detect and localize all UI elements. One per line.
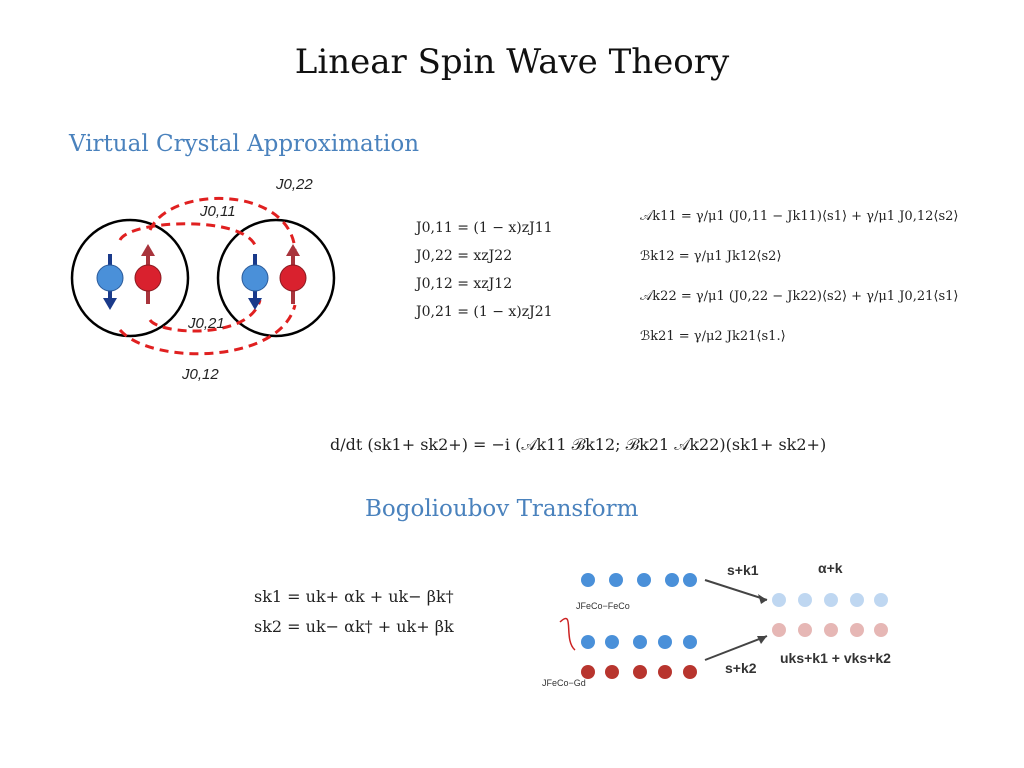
bogoliubov-equations: sk1 = uk+ αk + uk− βk† sk2 = uk− αk† + u… (254, 582, 454, 642)
spin-row-magnon-faded-blue (772, 593, 888, 607)
equation-of-motion: d/dt (sk1+ sk2+) = −i (𝒜k11 ℬk12; ℬk21 𝒜… (330, 435, 827, 454)
exchange-path-j022 (148, 196, 297, 251)
label-j022: J0,22 (276, 176, 313, 193)
wavy-coupling-icon (559, 617, 576, 651)
atom-red-right (279, 264, 307, 292)
equation-a-k22: 𝒜k22 = γ/μ1 (J0,22 − Jk22)⟨s2⟩ + γ/μ1 J0… (640, 289, 959, 304)
arrowhead-up-icon (286, 244, 300, 256)
equation-j012: J0,12 = xzJ12 (416, 276, 513, 292)
bogoliubov-figure (559, 573, 888, 679)
label-j021: J0,21 (188, 315, 225, 332)
figure-label-combination: uks+k1 + vks+k2 (780, 650, 891, 666)
section-heading-vca: Virtual Crystal Approximation (69, 131, 420, 157)
atom-red-left (134, 264, 162, 292)
spin-row-gd (581, 665, 697, 679)
exchange-path-j011 (118, 222, 257, 246)
atom-blue-right (241, 264, 269, 292)
equation-j011: J0,11 = (1 − x)zJ11 (416, 220, 553, 236)
figure-label-alpha: α+k (818, 560, 843, 576)
spin-row-magnon-faded-red (772, 623, 888, 637)
figure-label-sk2: s+k2 (725, 660, 757, 676)
arrow-sk2-icon (704, 635, 768, 661)
arrowhead-down-icon (103, 298, 117, 310)
section-heading-bogoliubov: Bogolioubov Transform (365, 496, 639, 522)
exchange-equations: J0,11 = (1 − x)zJ11 J0,22 = xzJ22 J0,12 … (416, 214, 553, 326)
matrix-element-equations: 𝒜k11 = γ/μ1 (J0,11 − Jk11)⟨s1⟩ + γ/μ1 J0… (640, 197, 958, 357)
label-j012: J0,12 (182, 366, 219, 383)
equation-b-k12: ℬk12 = γ/μ1 Jk12⟨s2⟩ (640, 249, 782, 264)
arrowhead-down-icon (248, 298, 262, 310)
exchange-path-j021 (148, 299, 262, 333)
site-circle-left (70, 218, 190, 338)
exchange-path-j012 (118, 304, 297, 356)
spin-row-feco-top (581, 573, 697, 587)
atom-blue-left (96, 264, 124, 292)
equation-sk1: sk1 = uk+ αk + uk− βk† (254, 587, 454, 606)
equation-b-k21: ℬk21 = γ/μ2 Jk21⟨s1.⟩ (640, 329, 786, 344)
site-circle-right (216, 218, 336, 338)
equation-j021: J0,21 = (1 − x)zJ21 (416, 304, 553, 320)
equation-a-k11: 𝒜k11 = γ/μ1 (J0,11 − Jk11)⟨s1⟩ + γ/μ1 J0… (640, 209, 959, 224)
figure-label-jgd: JFeCo−Gd (542, 678, 586, 688)
equation-sk2: sk2 = uk− αk† + uk+ βk (254, 617, 454, 636)
arrowhead-up-icon (141, 244, 155, 256)
equation-j022: J0,22 = xzJ22 (416, 248, 513, 264)
label-j011: J0,11 (200, 203, 236, 220)
figure-label-sk1: s+k1 (727, 562, 759, 578)
sublattice-diagram (70, 196, 336, 356)
spin-row-feco-bottom (581, 635, 697, 649)
arrow-sk1-icon (704, 579, 768, 601)
figure-label-jfeco: JFeCo−FeCo (576, 601, 630, 611)
slide-title: Linear Spin Wave Theory (294, 42, 730, 82)
